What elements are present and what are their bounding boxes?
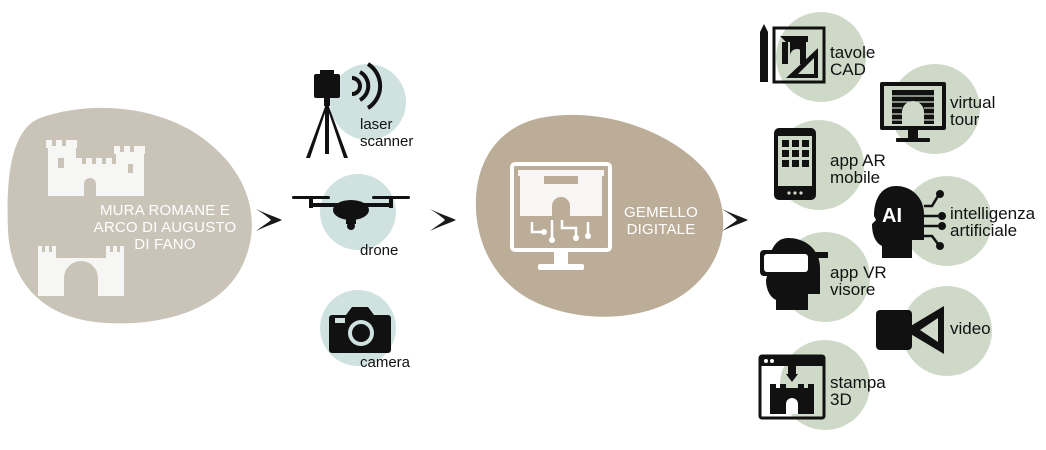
output-label: virtual tour [950, 94, 995, 128]
tool-label-line: scanner [360, 133, 414, 150]
video-camera-icon [876, 306, 944, 354]
output-label-line: virtual [950, 93, 996, 112]
output-label-line: visore [830, 280, 876, 299]
source-label-line: DI FANO [134, 236, 196, 253]
drone-icon [292, 196, 410, 230]
output-label-line: tavole [830, 43, 876, 62]
output-label: intelligenza artificiale [950, 205, 1035, 239]
output-circle [902, 286, 992, 376]
smartphone-icon [774, 128, 816, 200]
output-label-line: stampa [830, 373, 886, 392]
arrow-icon [256, 209, 282, 231]
twin-label-line: GEMELLO [624, 204, 698, 221]
tool-label-line: laser [360, 116, 393, 133]
twin-label: GEMELLO DIGITALE [616, 204, 706, 238]
3d-printer-icon [758, 354, 826, 420]
laser-scanner-icon [306, 62, 383, 158]
output-label-line: video [950, 319, 991, 338]
arch-icon [38, 246, 124, 296]
output-label-line: mobile [830, 168, 881, 187]
tool-label-line: camera [360, 354, 411, 371]
output-label: stampa 3D [830, 374, 886, 408]
tool-label-line: drone [360, 242, 399, 259]
output-label-line: intelligenza [950, 204, 1036, 223]
output-label: video [950, 320, 991, 337]
output-label: tavole CAD [830, 44, 875, 78]
twin-label-line: DIGITALE [626, 221, 696, 238]
source-label: MURA ROMANE E ARCO DI AUGUSTO DI FANO [85, 202, 245, 253]
ai-icon-text: AI [882, 205, 902, 227]
source-label-line: ARCO DI AUGUSTO [93, 219, 237, 236]
arrow-icon [722, 209, 748, 231]
virtual-tour-monitor-icon [880, 82, 946, 142]
output-label: app VR visore [830, 264, 887, 298]
output-label-line: 3D [830, 390, 852, 409]
arrow-icon [430, 209, 456, 231]
tool-circle [330, 64, 406, 140]
tool-label: laser scanner [360, 116, 413, 150]
output-label: app AR mobile [830, 152, 886, 186]
output-label-line: tour [950, 110, 980, 129]
output-label-line: CAD [830, 60, 866, 79]
source-label-line: MURA ROMANE E [99, 202, 231, 219]
castle-icon [46, 140, 145, 196]
camera-icon [329, 307, 391, 353]
ai-head-icon: AI [872, 186, 946, 258]
tool-label: camera [360, 354, 410, 371]
output-circle [776, 12, 866, 102]
output-label-line: app VR [830, 263, 887, 282]
digital-twin-monitor-icon [510, 162, 612, 270]
output-label-line: artificiale [950, 221, 1018, 240]
output-label-line: app AR [830, 151, 886, 170]
vr-headset-icon [760, 238, 828, 310]
tool-label: drone [360, 242, 398, 259]
output-circle [902, 176, 992, 266]
cad-drawing-icon [760, 24, 826, 84]
